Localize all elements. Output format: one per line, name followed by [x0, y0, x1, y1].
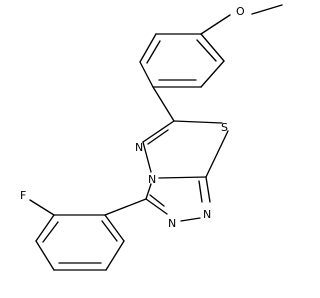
bond-fluorophenyl-inner-1	[42, 221, 59, 243]
bond-n-bottom-c3-double	[149, 194, 165, 207]
bond-fluorophenyl-5	[105, 240, 125, 271]
bond-oxygen-ring	[200, 14, 231, 35]
bond-methoxyphenyl-5	[200, 60, 225, 88]
bond-n-upper-n-bridge	[142, 141, 152, 173]
bond-c3-n-bridge	[145, 183, 152, 200]
bond-methyl-oxygen	[251, 4, 283, 15]
bond-c3-aryl	[104, 198, 147, 216]
bond-fluorine	[29, 199, 55, 216]
bond-n-bottom-c3	[145, 198, 168, 215]
bond-methoxyphenyl-inner-1	[146, 40, 161, 64]
nitrogen-bottom-label: N	[168, 217, 176, 230]
bond-c6-n-upper-double	[147, 129, 169, 145]
bond-n-bridge-c-fused	[158, 176, 207, 179]
bond-fluorophenyl-2	[35, 214, 55, 242]
chemical-structure-diagram: O S N N N N F	[20, 4, 283, 271]
atom-labels: O S N N N N F	[20, 5, 245, 230]
bond-c6-n-upper	[142, 120, 175, 143]
bond-methoxyphenyl-6	[200, 33, 225, 62]
oxygen-label: O	[236, 5, 245, 18]
fluorine-label: F	[20, 189, 26, 202]
bond-fluorophenyl-6	[104, 214, 125, 242]
nitrogen-bridge-label: N	[148, 173, 156, 186]
bond-methoxyphenyl-3	[139, 61, 154, 88]
nitrogen-lower-right-label: N	[203, 208, 211, 221]
sulfur-label: S	[221, 121, 228, 134]
bond-methoxyphenyl-2	[139, 33, 157, 63]
bond-fluorophenyl-3	[35, 240, 55, 271]
bond-c-fused-n-right-double	[198, 180, 203, 203]
bond-fluorophenyl-inner-3	[101, 220, 118, 242]
bond-c-fused-n-right	[205, 176, 211, 203]
bond-methoxyphenyl-inner-3	[196, 39, 217, 62]
nitrogen-upper-left-label: N	[135, 141, 143, 154]
bond-c6-s	[173, 120, 223, 124]
bond-n-right-n-bottom	[180, 217, 201, 222]
bond-s-c-fused	[205, 130, 229, 178]
bond-aryl-thiadiazole	[152, 86, 175, 122]
bonds	[29, 4, 283, 271]
